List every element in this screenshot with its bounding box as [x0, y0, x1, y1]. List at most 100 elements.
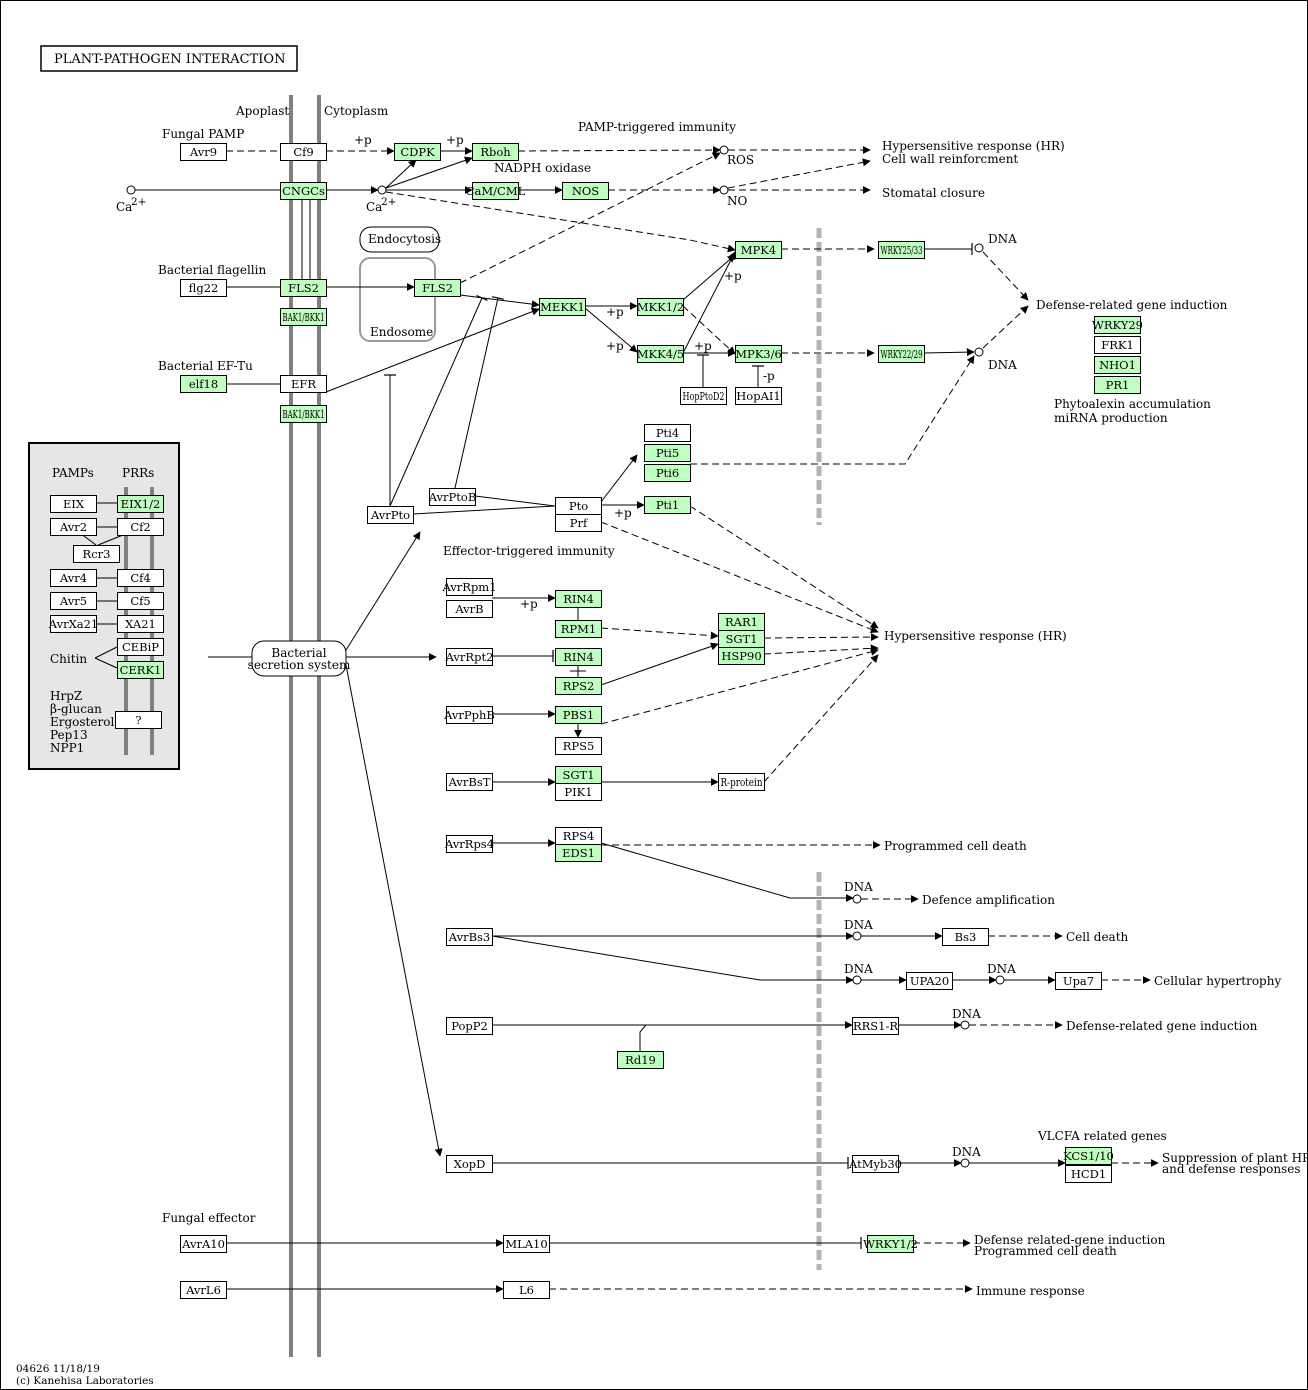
node-wrky2229[interactable]: WRKY22/29 [878, 345, 925, 363]
compound-ca_mid[interactable] [377, 185, 387, 195]
node-pti6[interactable]: Pti6 [644, 464, 691, 482]
node-efr[interactable]: EFR [280, 375, 327, 393]
node-nos[interactable]: NOS [562, 182, 609, 200]
node-avrxa21[interactable]: AvrXa21 [48, 615, 99, 633]
node-rcr3[interactable]: Rcr3 [73, 545, 120, 563]
node-cf9[interactable]: Cf9 [280, 143, 327, 161]
compound-dna8[interactable] [960, 1158, 970, 1168]
node-nho1[interactable]: NHO1 [1094, 356, 1141, 374]
node-pbs1[interactable]: PBS1 [555, 706, 602, 724]
node-bs3[interactable]: Bs3 [942, 928, 989, 946]
node-avrpphb[interactable]: AvrPphB [443, 706, 495, 724]
node-upa7[interactable]: Upa7 [1055, 972, 1102, 990]
node-mekk1[interactable]: MEKK1 [539, 298, 586, 316]
node-mpk4[interactable]: MPK4 [735, 241, 782, 259]
node-cerk1[interactable]: CERK1 [117, 661, 164, 679]
node-rin4b[interactable]: RIN4 [555, 648, 602, 666]
node-frk1[interactable]: FRK1 [1094, 336, 1141, 354]
node-avrrpm1[interactable]: AvrRpm1 [441, 578, 497, 596]
node-label-avrb: AvrB [454, 602, 483, 616]
node-unknown[interactable]: ? [115, 711, 162, 729]
node-rprotein[interactable]: R-protein [718, 773, 765, 791]
node-wrky29[interactable]: WRKY29 [1092, 316, 1143, 334]
node-avra10[interactable]: AvrA10 [180, 1235, 227, 1253]
node-mkk45[interactable]: MKK4/5 [637, 345, 684, 363]
node-calm[interactable]: CaM/CML [466, 182, 526, 200]
node-rpm1[interactable]: RPM1 [555, 620, 602, 638]
node-sgt1b[interactable]: SGT1 [555, 766, 602, 784]
node-avr4[interactable]: Avr4 [50, 569, 97, 587]
node-pik1[interactable]: PIK1 [555, 783, 602, 801]
node-pto[interactable]: Pto [555, 497, 602, 515]
node-hcd1[interactable]: HCD1 [1065, 1165, 1112, 1183]
node-mla10[interactable]: MLA10 [503, 1235, 550, 1253]
node-kcs110[interactable]: KCS1/10 [1063, 1147, 1114, 1165]
compound-dna2[interactable] [974, 347, 984, 357]
node-label-mpk36: MPK3/6 [735, 347, 782, 361]
node-fls2a[interactable]: FLS2 [280, 279, 327, 297]
node-rrs1r[interactable]: RRS1-R [852, 1017, 899, 1035]
node-sgt1a[interactable]: SGT1 [718, 630, 765, 648]
compound-dna5[interactable] [852, 975, 862, 985]
node-upa20[interactable]: UPA20 [906, 972, 953, 990]
node-cf5[interactable]: Cf5 [117, 592, 164, 610]
node-cngcs[interactable]: CNGCs [280, 182, 327, 200]
compound-ros[interactable] [719, 145, 729, 155]
node-avrb[interactable]: AvrB [446, 600, 493, 618]
node-avrbst[interactable]: AvrBsT [446, 773, 493, 791]
compound-dna4[interactable] [852, 931, 862, 941]
compound-no[interactable] [719, 185, 729, 195]
compound-dna7[interactable] [960, 1020, 970, 1030]
node-cf4[interactable]: Cf4 [117, 569, 164, 587]
node-bak1a[interactable]: BAK1/BKK1 [280, 308, 327, 326]
node-eix[interactable]: EIX [50, 495, 97, 513]
node-fls2b[interactable]: FLS2 [414, 279, 461, 297]
node-mkk12[interactable]: MKK1/2 [637, 298, 684, 316]
node-avrrpt2[interactable]: AvrRpt2 [445, 648, 494, 666]
node-avrpto[interactable]: AvrPto [367, 506, 414, 524]
node-avrrps4[interactable]: AvrRps4 [444, 835, 494, 853]
node-rboh[interactable]: Rboh [472, 143, 519, 161]
node-hopptod2[interactable]: HopPtoD2 [680, 387, 727, 405]
compound-dna1[interactable] [974, 243, 984, 253]
compound-dna6[interactable] [995, 975, 1005, 985]
node-popp2[interactable]: PopP2 [446, 1017, 493, 1035]
compound-dna3[interactable] [852, 894, 862, 904]
node-pr1[interactable]: PR1 [1094, 376, 1141, 394]
node-elf18[interactable]: elf18 [180, 375, 227, 393]
node-rps2[interactable]: RPS2 [555, 677, 602, 695]
node-xa21[interactable]: XA21 [117, 615, 164, 633]
node-hsp90[interactable]: HSP90 [718, 647, 765, 665]
node-xopd[interactable]: XopD [446, 1155, 493, 1173]
node-avrl6[interactable]: AvrL6 [180, 1281, 227, 1299]
node-avr9[interactable]: Avr9 [180, 143, 227, 161]
node-wrky12[interactable]: WRKY1/2 [863, 1235, 918, 1253]
node-cf2[interactable]: Cf2 [117, 518, 164, 536]
node-avrbs3[interactable]: AvrBs3 [446, 928, 493, 946]
compound-ca_left[interactable] [126, 185, 136, 195]
node-pti1[interactable]: Pti1 [644, 496, 691, 514]
node-bak1b[interactable]: BAK1/BKK1 [280, 405, 327, 423]
node-eix12[interactable]: EIX1/2 [117, 495, 164, 513]
node-prf[interactable]: Prf [555, 514, 602, 532]
node-rd19[interactable]: Rd19 [617, 1051, 664, 1069]
node-avr5[interactable]: Avr5 [50, 592, 97, 610]
node-atmyb30[interactable]: AtMyb30 [848, 1155, 902, 1173]
node-cdpk[interactable]: CDPK [394, 143, 441, 161]
node-flg22[interactable]: flg22 [180, 279, 227, 297]
edge [459, 152, 721, 284]
node-hopai1[interactable]: HopAI1 [735, 387, 782, 405]
node-rin4a[interactable]: RIN4 [555, 590, 602, 608]
node-cebip[interactable]: CEBiP [117, 638, 164, 656]
node-mpk36[interactable]: MPK3/6 [735, 345, 782, 363]
node-eds1[interactable]: EDS1 [555, 844, 602, 862]
node-rps4[interactable]: RPS4 [555, 827, 602, 845]
node-rps5[interactable]: RPS5 [555, 737, 602, 755]
node-avrptob[interactable]: AvrPtoB [428, 488, 477, 506]
node-wrky2533[interactable]: WRKY25/33 [878, 241, 925, 259]
node-pti5[interactable]: Pti5 [644, 444, 691, 462]
node-avr2[interactable]: Avr2 [50, 518, 97, 536]
node-l6[interactable]: L6 [503, 1281, 550, 1299]
node-rar1[interactable]: RAR1 [718, 613, 765, 631]
node-pti4[interactable]: Pti4 [644, 424, 691, 442]
